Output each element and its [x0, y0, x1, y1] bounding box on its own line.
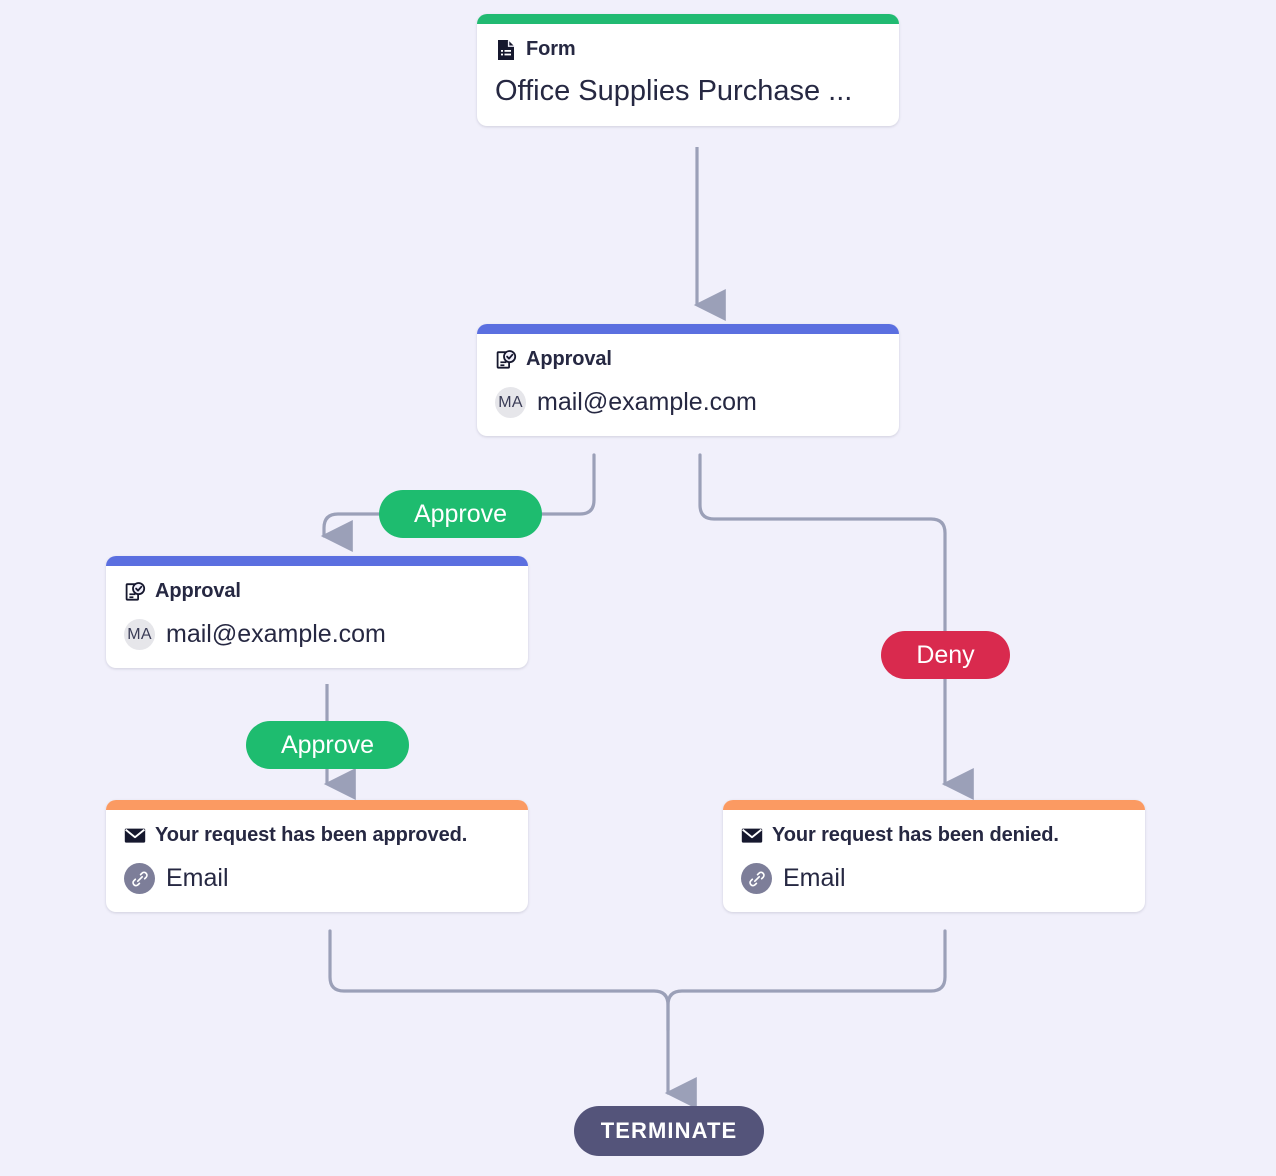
terminate-label: TERMINATE — [600, 1118, 738, 1143]
avatar: MA — [495, 387, 526, 418]
link-icon — [741, 863, 772, 894]
node-approval-1-type-label: Approval — [526, 348, 612, 370]
node-approval-2-accent-bar — [106, 556, 528, 566]
link-icon — [124, 863, 155, 894]
node-form-accent-bar — [477, 14, 899, 24]
node-approval-2[interactable]: Approval MA mail@example.com — [106, 556, 528, 668]
node-email-denied-value: Email — [783, 864, 846, 892]
edge-label-approve-2-text: Approve — [280, 730, 375, 759]
node-email-approved-header: Your request has been approved. — [124, 824, 510, 847]
node-form-value: Office Supplies Purchase ... — [495, 75, 853, 107]
avatar: MA — [124, 619, 155, 650]
document-icon — [495, 39, 517, 61]
node-approval-2-value: mail@example.com — [166, 620, 386, 648]
edge-label-deny-1-text: Deny — [916, 640, 975, 669]
edge-email-denied-to-terminate — [666, 929, 947, 1032]
envelope-icon — [124, 825, 146, 847]
node-email-denied-accent-bar — [723, 800, 1145, 810]
terminate-node[interactable]: TERMINATE — [574, 1106, 764, 1156]
node-approval-1-header: Approval — [495, 348, 881, 371]
node-approval-1-value-row: MA mail@example.com — [495, 387, 881, 418]
approval-check-icon — [124, 581, 146, 603]
node-approval-1-accent-bar — [477, 324, 899, 334]
node-email-denied-value-row: Email — [741, 863, 1127, 894]
node-approval-2-type-label: Approval — [155, 580, 241, 602]
node-email-approved[interactable]: Your request has been approved. Email — [106, 800, 528, 912]
node-email-denied[interactable]: Your request has been denied. Email — [723, 800, 1145, 912]
node-form-header: Form — [495, 38, 881, 61]
edge-label-approve-1-text: Approve — [413, 499, 508, 528]
node-approval-1-value: mail@example.com — [537, 388, 757, 416]
node-email-approved-value-row: Email — [124, 863, 510, 894]
edge-approval1-deny-to-email-denied — [698, 453, 974, 800]
node-form[interactable]: Form Office Supplies Purchase ... — [477, 14, 899, 126]
node-email-denied-type-label: Your request has been denied. — [772, 824, 1059, 846]
node-approval-2-header: Approval — [124, 580, 510, 603]
node-email-approved-type-label: Your request has been approved. — [155, 824, 468, 846]
approval-check-icon — [495, 349, 517, 371]
node-email-denied-header: Your request has been denied. — [741, 824, 1127, 847]
node-approval-1[interactable]: Approval MA mail@example.com — [477, 324, 899, 436]
node-form-value-row: Office Supplies Purchase ... — [495, 75, 881, 108]
node-email-approved-accent-bar — [106, 800, 528, 810]
node-email-approved-value: Email — [166, 864, 229, 892]
edge-label-deny-1[interactable]: Deny — [881, 631, 1010, 679]
node-approval-2-value-row: MA mail@example.com — [124, 619, 510, 650]
envelope-icon — [741, 825, 763, 847]
node-form-type-label: Form — [526, 38, 576, 60]
edge-label-approve-2[interactable]: Approve — [246, 721, 409, 769]
edge-label-approve-1[interactable]: Approve — [379, 490, 542, 538]
edge-email-approved-to-terminate — [328, 929, 697, 1109]
